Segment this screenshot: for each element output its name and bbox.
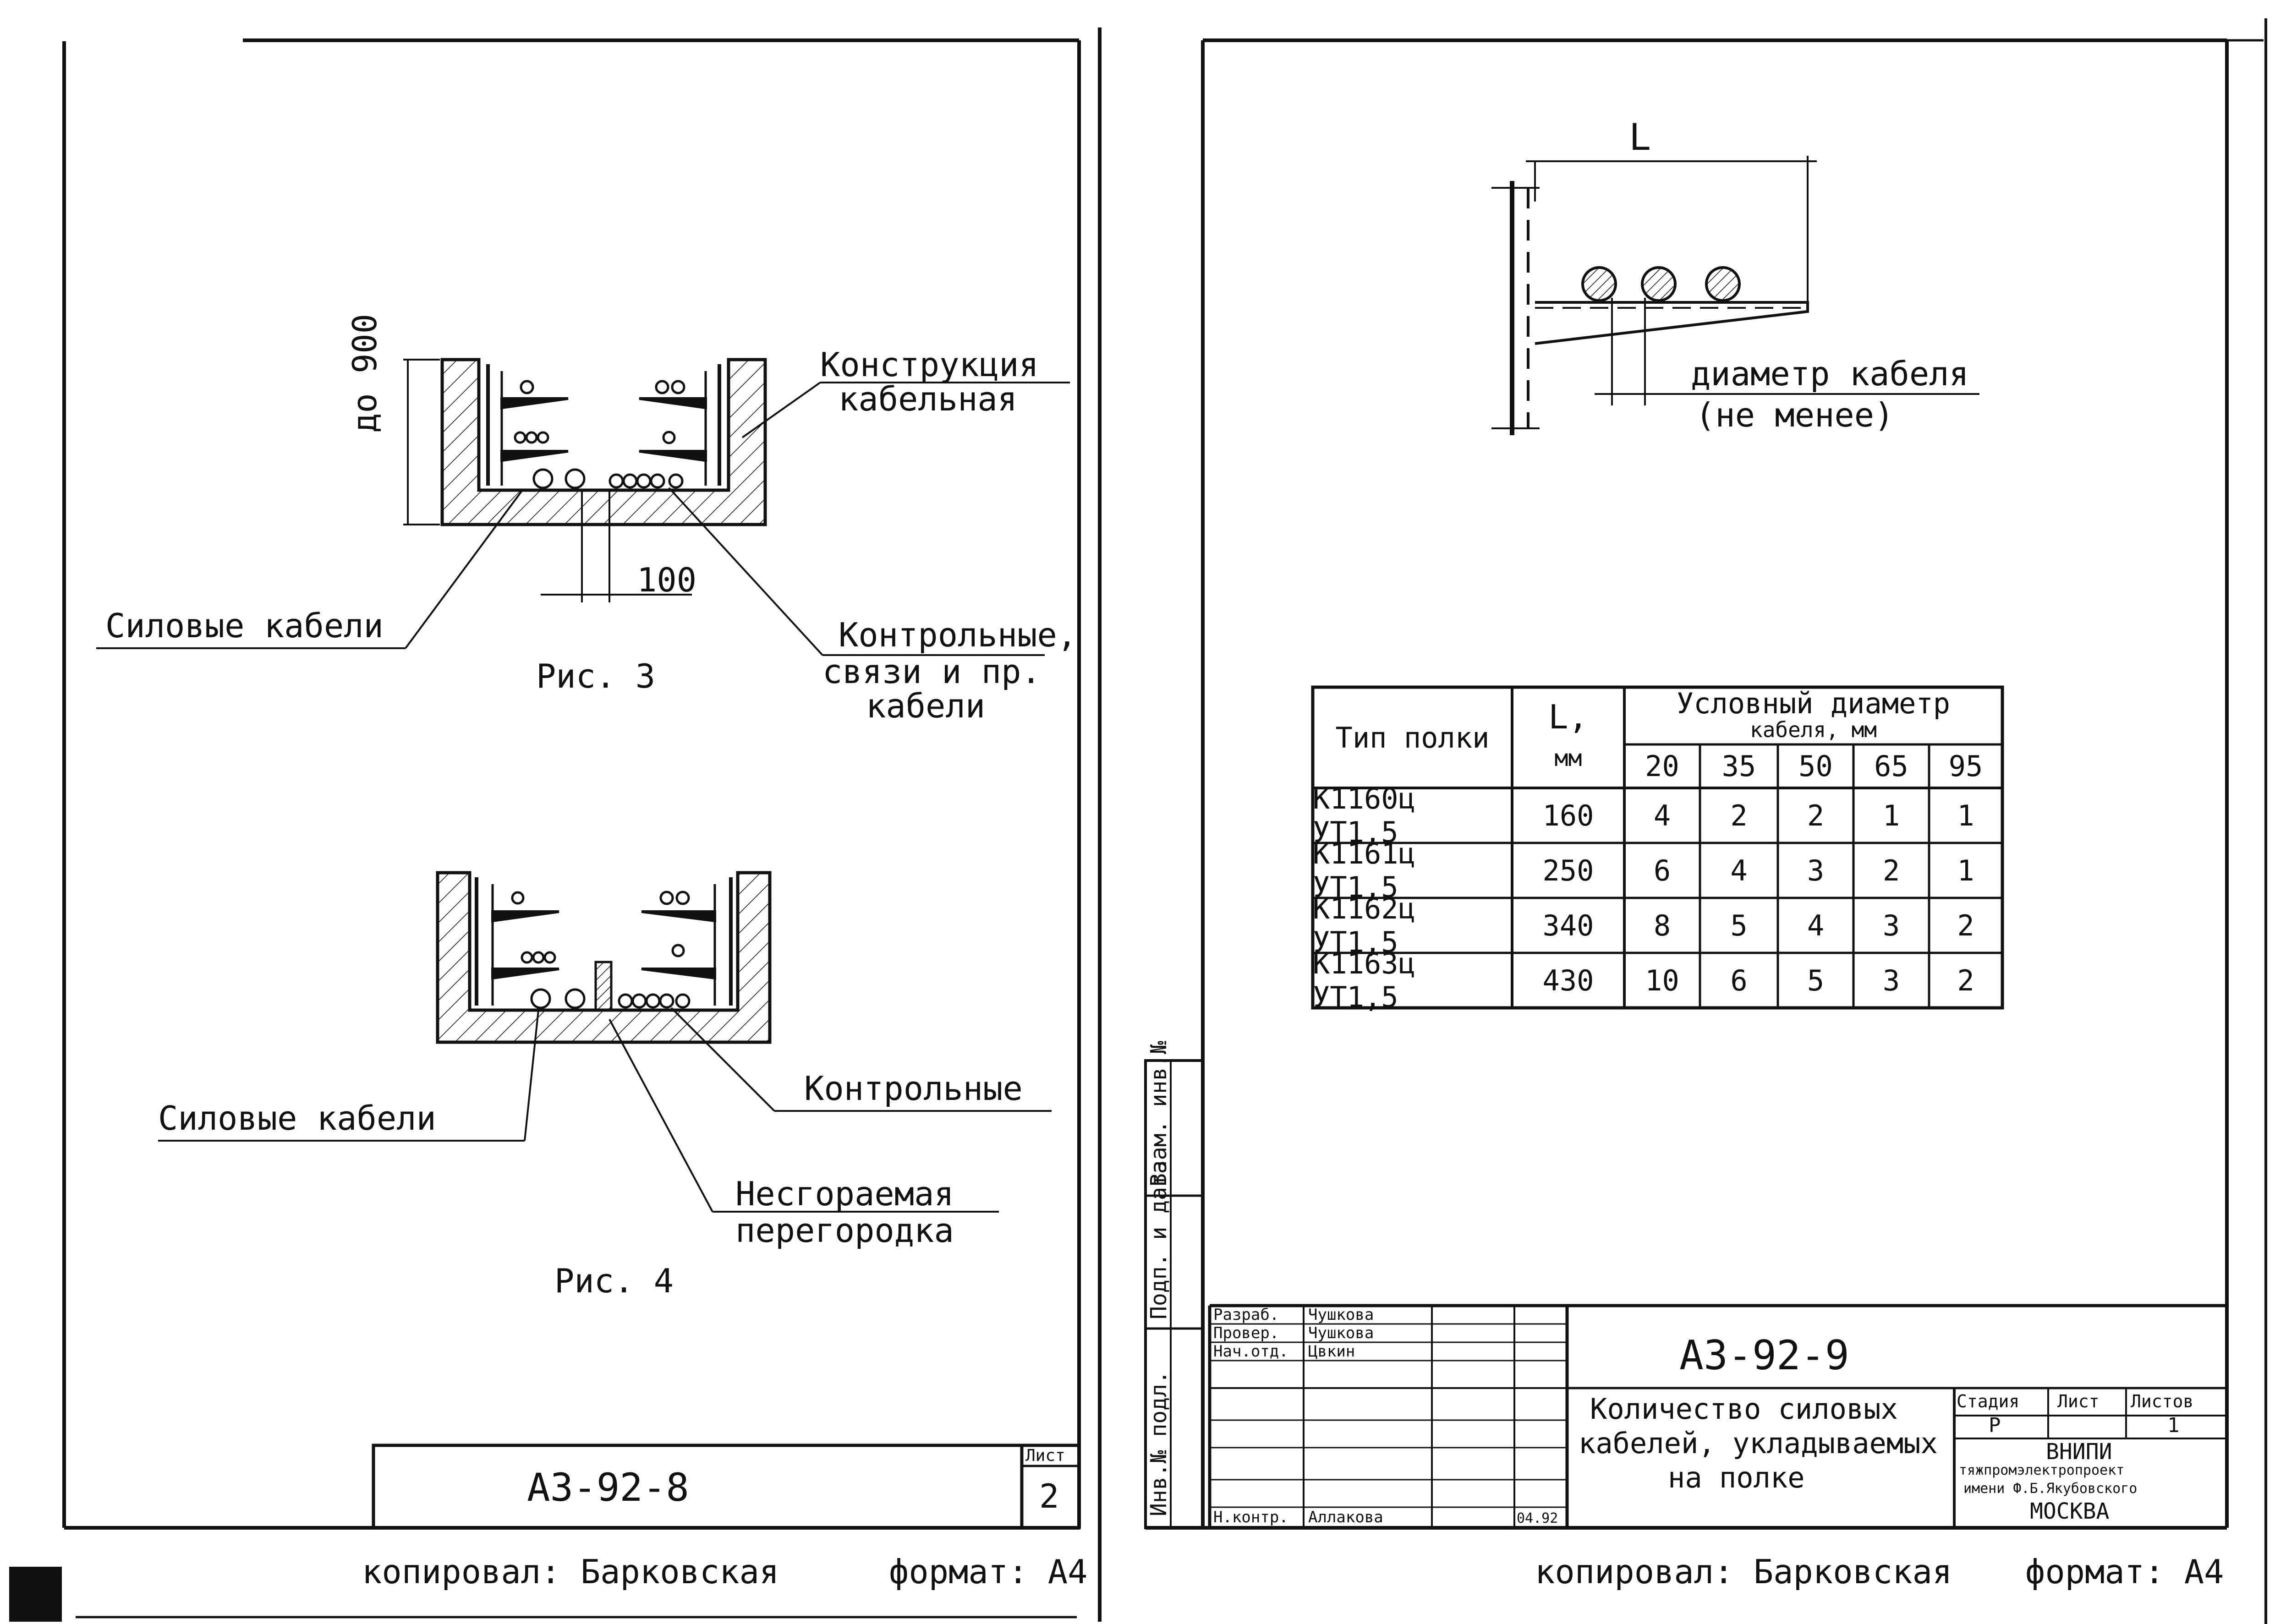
fig4-partition-label-1: Несгораемая — [735, 1175, 954, 1213]
table-cell-shelf-type: К1163ц УТ1,5 — [1313, 947, 1415, 1014]
title-block-name: Цвкин — [1308, 1342, 1355, 1361]
title-block-name: Аллакова — [1308, 1508, 1383, 1526]
title-block-name: Чушкова — [1308, 1306, 1374, 1324]
table-cell-count: 8 — [1653, 908, 1671, 942]
title-block-role: Разраб. — [1213, 1306, 1279, 1324]
table-diameter-header: 20 — [1645, 749, 1679, 783]
table-cell-count: 6 — [1730, 963, 1748, 997]
title-block-title-3: на полке — [1668, 1461, 1805, 1494]
title-block-org-3: имени Ф.Б.Якубовского — [1963, 1481, 2138, 1497]
fig3-control-label-1: Контрольные, — [839, 616, 1077, 654]
fig3-construction-label-1: Конструкция — [820, 345, 1039, 384]
shelf-dimension-L: L — [1629, 116, 1651, 159]
title-block-title-1: Количество силовых — [1590, 1392, 1898, 1426]
fig3-control-label-2: связи и пр. — [822, 652, 1041, 691]
table-cell-count: 1 — [1957, 853, 1974, 887]
shelf-drawing — [1491, 156, 1979, 435]
fig3-construction-label-2: кабельная — [839, 380, 1018, 418]
table-cell-count: 6 — [1653, 853, 1671, 887]
table-header-diameter: Условный диаметр — [1676, 686, 1951, 720]
table-cell-length: 160 — [1542, 798, 1594, 832]
table-cell-count: 5 — [1807, 963, 1825, 997]
cable-table-grid — [1311, 685, 2004, 1010]
fig4-caption: Рис. 4 — [554, 1262, 674, 1300]
table-cell-count: 3 — [1882, 963, 1900, 997]
table-header-L: L, — [1548, 698, 1588, 736]
left-stamp-sheet-number: 2 — [1039, 1477, 1059, 1515]
title-block-role: Нач.отд. — [1213, 1342, 1288, 1361]
left-sheet-frame — [62, 27, 1102, 1622]
table-cell-count: 2 — [1957, 963, 1974, 997]
table-diameter-header: 50 — [1798, 749, 1833, 783]
table-cell-count: 1 — [1882, 798, 1900, 832]
title-block-title-2: кабелей, укладываемых — [1579, 1427, 1938, 1460]
left-footer-copied: копировал: Барковская — [362, 1553, 779, 1591]
table-cell-length: 250 — [1542, 853, 1594, 887]
table-cell-count: 5 — [1730, 908, 1748, 942]
right-footer-format: формат: А4 — [2025, 1553, 2224, 1591]
table-cell-length: 430 — [1542, 963, 1594, 997]
title-block-role: Провер. — [1213, 1324, 1279, 1342]
right-footer-copied: копировал: Барковская — [1535, 1553, 1952, 1591]
right-sheet-frame — [1144, 18, 2267, 1624]
fig3-power-cables-label: Силовые кабели — [105, 607, 384, 645]
title-block-role: Н.контр. — [1213, 1508, 1288, 1526]
fig4-power-cables-label: Силовые кабели — [158, 1099, 436, 1137]
title-block-org-1: ВНИПИ — [2046, 1439, 2112, 1465]
table-cell-count: 2 — [1730, 798, 1748, 832]
fig3-channel — [96, 358, 1070, 656]
table-header-type: Тип полки — [1335, 721, 1490, 755]
title-block-sheets: 1 — [2167, 1414, 2180, 1437]
left-footer-format: формат: А4 — [889, 1553, 1088, 1591]
table-cell-shelf-type: К1160ц УТ1,5 — [1313, 782, 1415, 849]
title-block-code: А3-92-9 — [1679, 1332, 1849, 1379]
title-block-grid — [1208, 1304, 2227, 1528]
table-header-L-unit: мм — [1554, 745, 1582, 771]
table-cell-shelf-type: К1162ц УТ1,5 — [1313, 892, 1415, 959]
title-block-date: 04.92 — [1517, 1510, 1558, 1526]
table-cell-count: 4 — [1653, 798, 1671, 832]
table-cell-count: 2 — [1957, 908, 1974, 942]
table-cell-count: 4 — [1730, 853, 1748, 887]
table-cell-count: 2 — [1882, 853, 1900, 887]
table-diameter-header: 35 — [1721, 749, 1756, 783]
title-block-sheets-label: Листов — [2131, 1391, 2194, 1411]
fig4-partition-label-2: перегородка — [735, 1211, 954, 1250]
table-diameter-header: 65 — [1874, 749, 1908, 783]
table-cell-length: 340 — [1542, 908, 1594, 942]
table-cell-count: 2 — [1807, 798, 1825, 832]
table-cell-count: 4 — [1807, 908, 1825, 942]
shelf-diameter-label-2: (не менее) — [1695, 396, 1894, 434]
left-stamp-sheet-label: Лист — [1025, 1446, 1065, 1465]
left-stamp-code: А3-92-8 — [527, 1465, 690, 1510]
table-header-diameter-unit: кабеля, мм — [1750, 717, 1877, 742]
title-block-org-2: тяжпромэлектропроект — [1959, 1462, 2125, 1478]
fig3-caption: Рис. 3 — [536, 657, 656, 695]
side-label-inv-orig: Инв.№ подл. — [1146, 1371, 1172, 1516]
fig3-control-label-3: кабели — [866, 687, 986, 725]
title-block-stage-label: Стадия — [1957, 1391, 2020, 1411]
fig4-channel — [158, 871, 1052, 1213]
title-block-org-4: МОСКВА — [2030, 1498, 2110, 1524]
corner-mark — [9, 1567, 62, 1622]
title-block-stage: Р — [1989, 1414, 2001, 1437]
title-block-sheet-label: Лист — [2057, 1391, 2100, 1411]
fig3-spacing-dimension: 100 — [637, 561, 697, 599]
table-cell-count: 3 — [1882, 908, 1900, 942]
shelf-diameter-label-1: диаметр кабеля — [1691, 355, 1969, 393]
side-label-inv-replaced: Взам. инв.№ — [1146, 1041, 1172, 1187]
table-diameter-header: 95 — [1948, 749, 1983, 783]
title-block-name: Чушкова — [1308, 1324, 1374, 1342]
table-cell-count: 3 — [1807, 853, 1825, 887]
table-cell-shelf-type: К1161ц УТ1,5 — [1313, 837, 1415, 904]
fig4-control-label: Контрольные — [804, 1069, 1023, 1108]
table-cell-count: 10 — [1645, 963, 1679, 997]
fig3-height-dimension: до 900 — [345, 313, 384, 433]
table-cell-count: 1 — [1957, 798, 1974, 832]
